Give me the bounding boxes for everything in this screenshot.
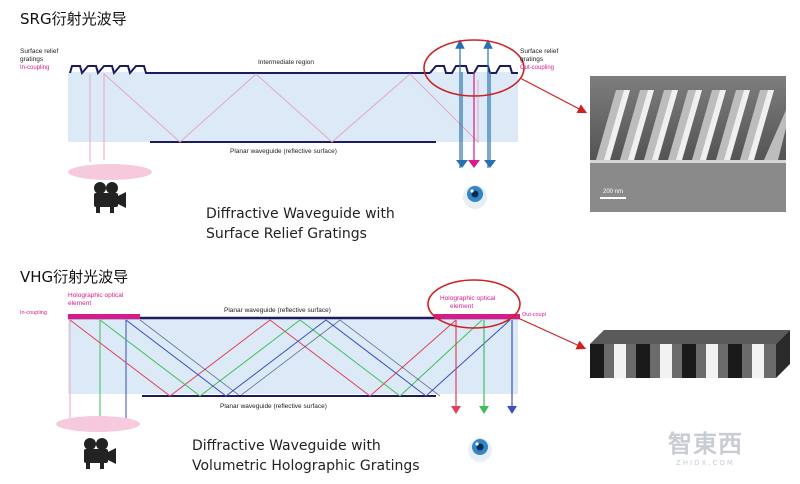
vhg-label-hoe-left-2: element [68,300,91,307]
vhg-projector-glow [56,416,140,432]
sem-grating-image [590,76,786,212]
vhg-ray-blue [125,319,511,397]
vhg-arrowhead-blue [507,406,517,414]
srg-label-intermediate: Intermediate region [258,59,314,66]
srg-arrowhead-1 [456,160,468,168]
vhg-ray-green [99,319,483,397]
vhg-highlight-ellipse [427,279,521,329]
vhg-label-incoupling: In-coupling [20,310,47,316]
srg-label-incoupling: In-coupling [20,65,49,71]
srg-label-planar: Planar waveguide (reflective surface) [230,148,337,155]
srg-light-ray [103,72,479,160]
vhg-left-hoe [68,314,140,319]
vhg-right-hoe [434,314,520,319]
srg-label-gratings-left: gratings [20,56,44,63]
vhg-callout-arrow [517,317,587,350]
watermark-logo: 智東西 [668,430,743,458]
vhg-caption: Diffractive Waveguide with Volumetric Ho… [192,436,420,476]
vhg-label-outcoupling: Out-coupl [522,312,546,318]
vhg-caption-line-1: Diffractive Waveguide with [192,438,381,454]
srg-caption-line-2: Surface Relief Gratings [206,226,367,242]
srg-arrowhead-2 [468,160,480,168]
eye-icon [468,438,492,462]
vhg-ray-dark [139,319,441,397]
vhg-label-planar-bottom: Planar waveguide (reflective surface) [220,403,327,410]
vhg-section-title: VHG衍射光波导 [20,268,129,286]
srg-arrowhead-3 [484,160,496,168]
vhg-label-hoe-left-1: Holographic optical [68,292,124,299]
projector-icon [84,438,116,469]
srg-caption-line-1: Diffractive Waveguide with [206,206,395,222]
sem-scale-label: 200 nm [603,189,623,195]
vhg-caption-line-2: Volumetric Holographic Gratings [192,458,420,474]
watermark-subtext: ZHIDX.COM [676,459,735,467]
watermark: 智東西 ZHIDX.COM [668,424,743,467]
vhg-arrowhead-red [451,406,461,414]
vhg-label-hoe-right-1: Holographic optical [440,295,496,302]
srg-label-surface-relief-left: Surface relief [20,48,58,55]
projector-icon [94,182,126,213]
eye-icon [463,185,487,209]
srg-right-grating [429,65,518,74]
srg-label-gratings-right: gratings [520,56,544,63]
vhg-ray-red [69,319,457,397]
srg-left-grating [69,65,152,76]
holographic-grating-image [590,330,790,378]
srg-projector-glow [68,164,152,180]
vhg-arrowhead-green [479,406,489,414]
srg-caption: Diffractive Waveguide with Surface Relie… [206,204,395,244]
srg-section-title: SRG衍射光波导 [20,10,127,28]
srg-label-surface-relief-right: Surface relief [520,48,558,55]
srg-callout-arrow [519,77,588,114]
vhg-label-planar-top: Planar waveguide (reflective surface) [224,307,331,314]
srg-highlight-ellipse [423,39,525,97]
vhg-label-hoe-right-2: element [450,303,473,310]
srg-label-outcoupling: Out-coupling [520,65,554,71]
